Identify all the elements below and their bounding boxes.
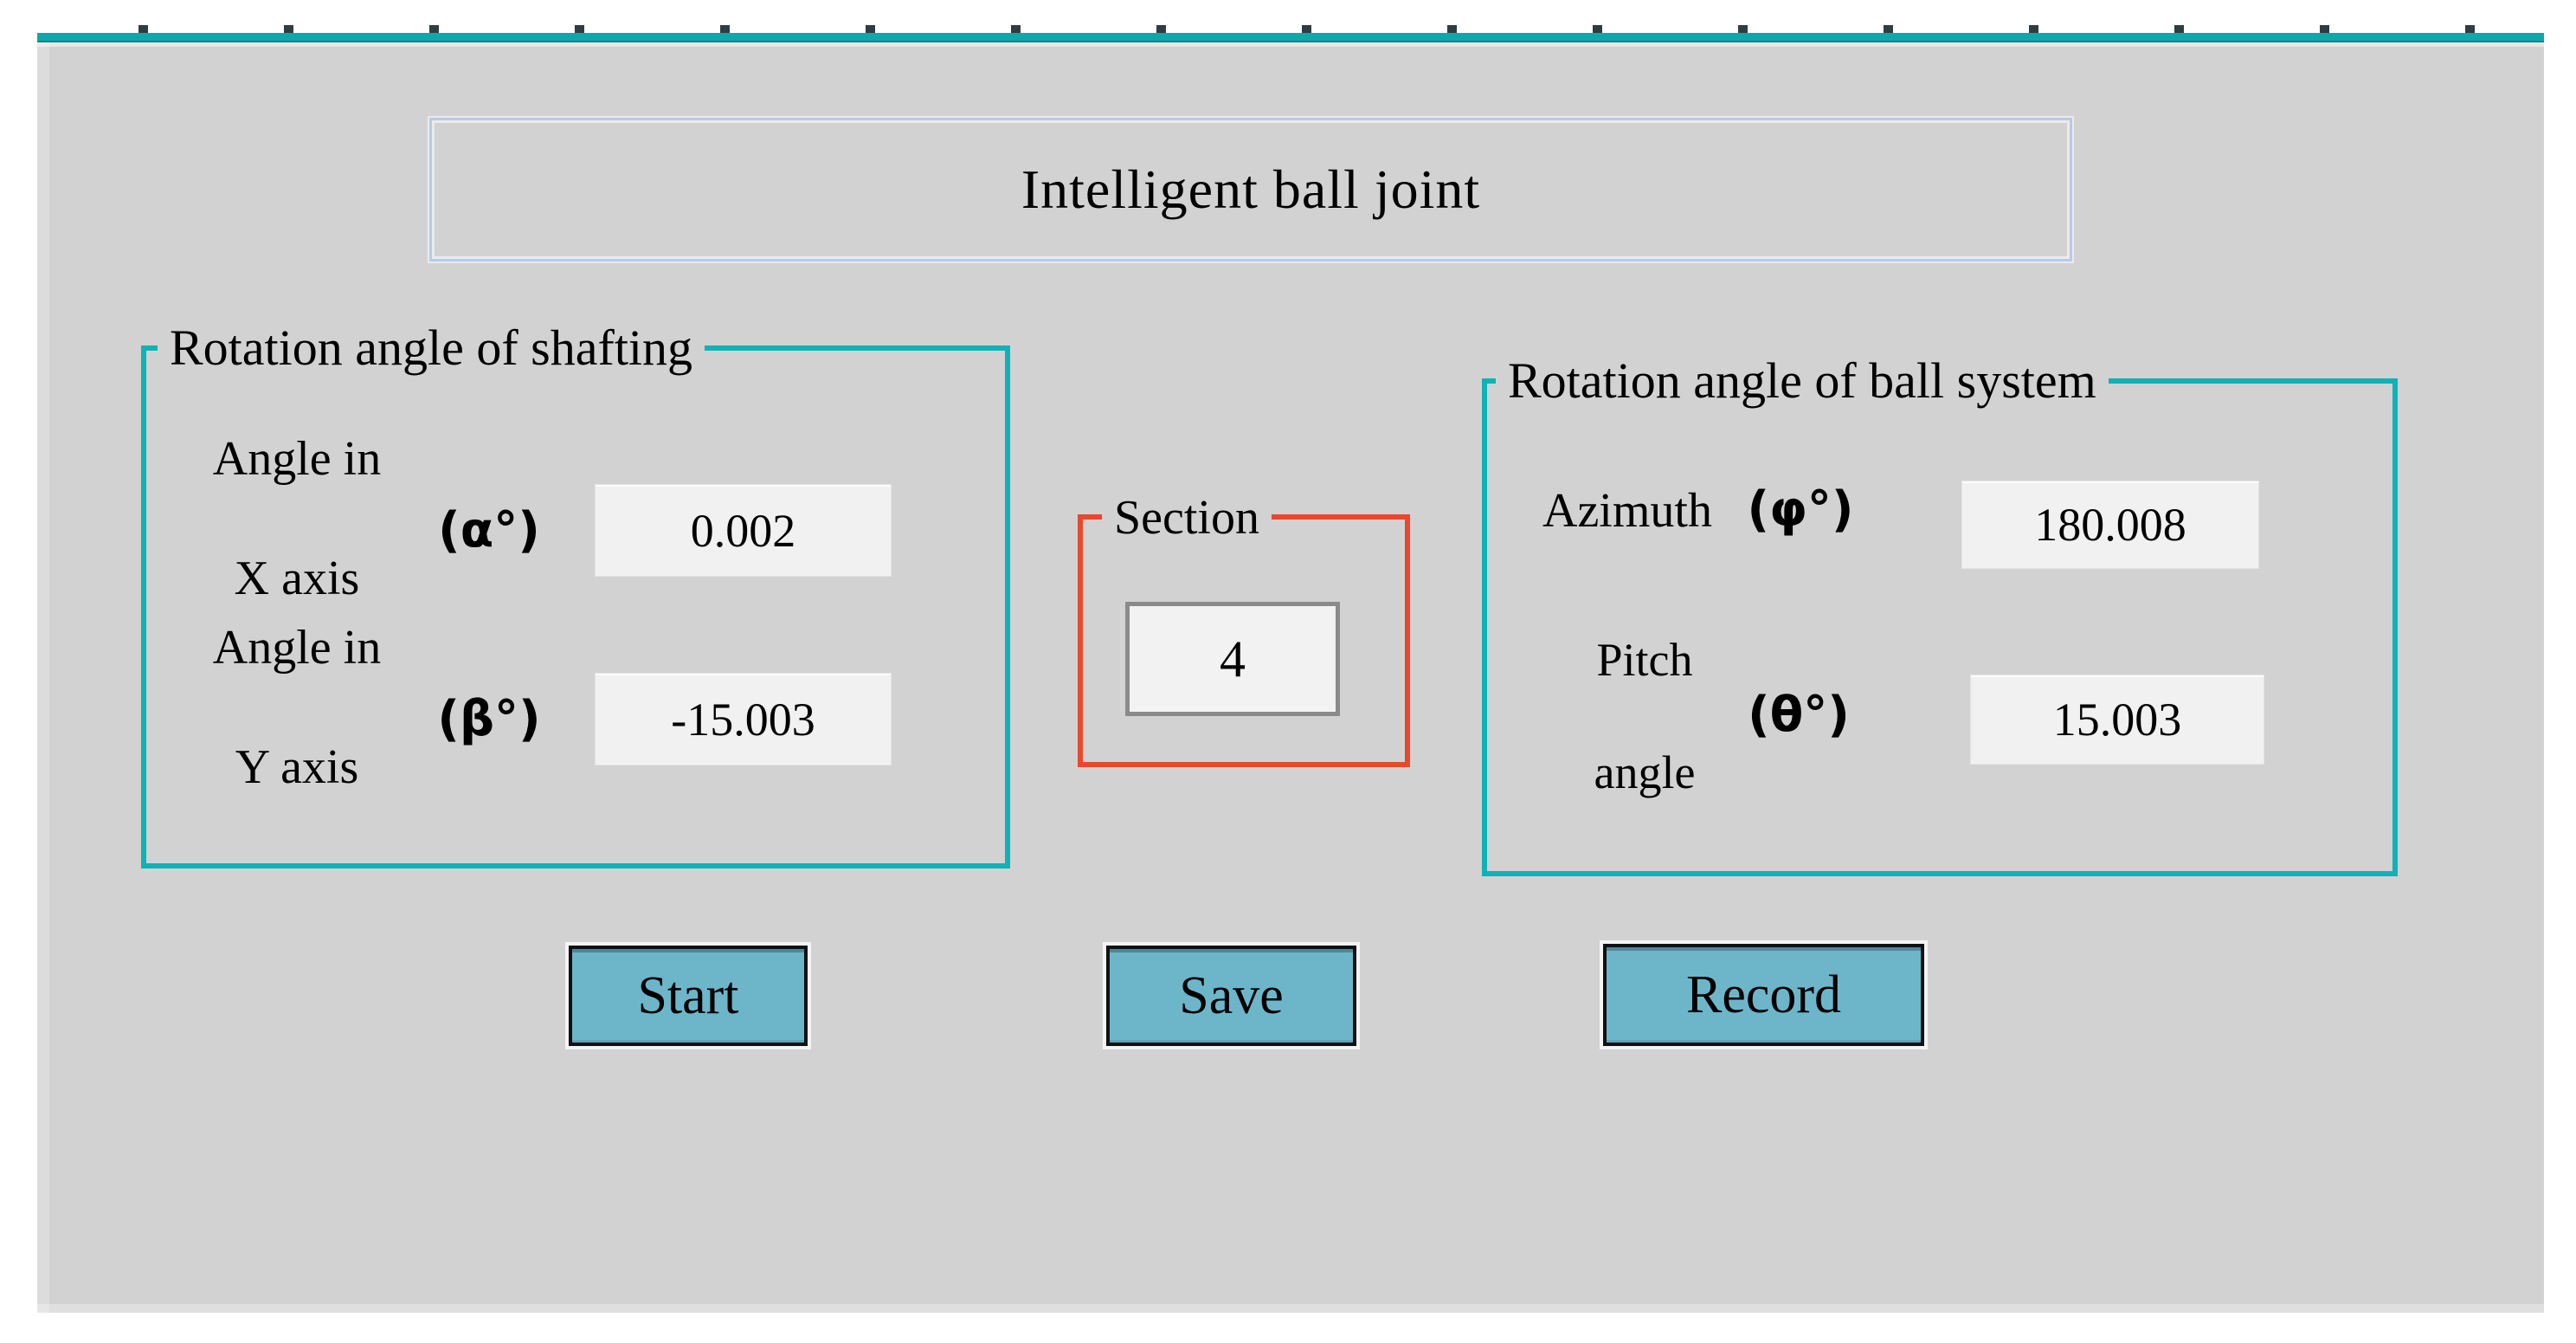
group-section: Section [1078,489,1410,767]
beta-degree-symbol: (β°) [437,690,541,747]
azimuth-label: Azimuth [1542,484,1712,538]
group-section-title: Section [1102,489,1272,546]
title-banner: Intelligent ball joint [429,118,2072,261]
top-ruler-ticks [37,25,2544,34]
section-number-input[interactable]: 4 [1125,602,1340,716]
start-button[interactable]: Start [569,946,808,1046]
pitch-value-indicator: 15.003 [1971,675,2264,764]
alpha-value-indicator: 0.002 [596,485,891,576]
page-title: Intelligent ball joint [1021,158,1481,220]
record-button[interactable]: Record [1603,944,1924,1046]
angle-in-y-axis-label: Angle in Y axis [212,621,382,794]
angle-in-x-axis-label: Angle in X axis [212,432,382,605]
azimuth-value-indicator: 180.008 [1962,481,2258,568]
theta-degree-symbol: (θ°) [1748,686,1850,743]
alpha-degree-symbol: (α°) [438,501,540,559]
beta-value-indicator: -15.003 [596,674,891,765]
group-rotation-angle-of-shafting: Rotation angle of shafting [141,320,1010,868]
pitch-angle-label: Pitch angle [1594,634,1696,798]
phi-degree-symbol: (φ°) [1747,481,1854,538]
top-accent-bar [37,33,2544,42]
group-rotation-angle-of-ball-system: Rotation angle of ball system [1482,352,2398,876]
group-ball-system-title: Rotation angle of ball system [1496,352,2109,410]
group-shafting-title: Rotation angle of shafting [158,320,705,377]
save-button[interactable]: Save [1106,946,1356,1046]
